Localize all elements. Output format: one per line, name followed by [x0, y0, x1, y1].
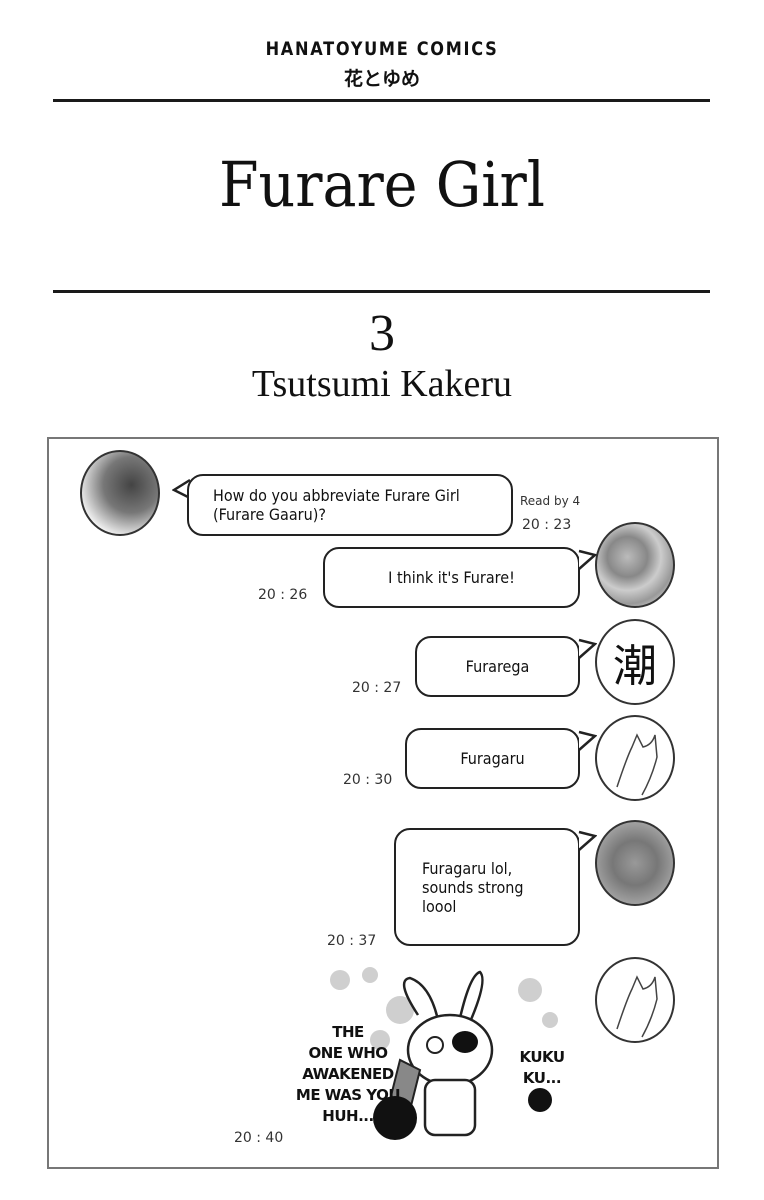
message-bubble: Furagaru lol, sounds strong loool — [394, 828, 580, 946]
message-text: Furagaru — [460, 749, 525, 768]
shout-line: KU... — [522, 1069, 562, 1087]
volume-number: 3 — [369, 305, 395, 362]
middle-rule — [53, 290, 710, 293]
bubble-tail — [578, 638, 597, 659]
author-name: Tsutsumi Kakeru — [251, 363, 513, 405]
bubble-tail — [578, 730, 597, 751]
message-text: loool — [422, 896, 457, 916]
avatar-dog — [80, 450, 160, 536]
shout-text-right: KUKU KU... — [512, 1047, 572, 1089]
message-time: 20 : 40 — [234, 1130, 284, 1146]
message-time: 20 : 37 — [327, 933, 377, 949]
cat-icon — [616, 733, 658, 796]
shout-line: THE — [332, 1023, 364, 1041]
message-text: I think it's Furare! — [388, 568, 515, 587]
message-text: sounds strong — [422, 877, 524, 897]
imprint: HANATOYUME COMICS — [265, 38, 499, 60]
message-time: 20 : 23 — [522, 517, 572, 533]
bubble-tail — [578, 549, 597, 570]
message-bubble: How do you abbreviate Furare Girl (Furar… — [187, 474, 513, 536]
message-time: 20 : 27 — [352, 680, 402, 696]
imprint-jp: 花とゆめ — [343, 68, 420, 90]
avatar-cat-sketch — [595, 715, 675, 801]
message-bubble: Furarega — [415, 636, 580, 697]
read-receipt: Read by 4 — [520, 494, 581, 508]
chat-illustration-frame — [47, 437, 719, 1169]
shout-text-left: THE ONE WHO AWAKENED ME WAS YOU HUH... — [288, 1022, 408, 1127]
shout-line: ME WAS YOU — [295, 1086, 401, 1104]
avatar-cat-sketch — [595, 957, 675, 1043]
top-rule — [53, 99, 710, 102]
message-text: (Furare Gaaru)? — [213, 505, 326, 524]
rabbit-sticker — [330, 967, 558, 1140]
bubble-tail — [172, 478, 191, 500]
message-text: Furarega — [465, 657, 530, 676]
message-bubble: I think it's Furare! — [323, 547, 580, 608]
message-time: 20 : 30 — [343, 772, 393, 788]
shout-line: AWAKENED — [302, 1065, 394, 1083]
shout-line: KUKU — [519, 1048, 565, 1066]
message-text: How do you abbreviate Furare Girl — [213, 486, 460, 505]
shout-line: HUH... — [322, 1107, 374, 1125]
message-text: Furagaru lol, — [422, 858, 513, 878]
message-bubble: Furagaru — [405, 728, 580, 789]
cat-icon — [616, 975, 658, 1038]
message-time: 20 : 26 — [258, 587, 308, 603]
avatar-kanji: 潮 — [595, 619, 675, 705]
shout-line: ONE WHO — [308, 1044, 388, 1062]
avatar-texture — [595, 820, 675, 906]
avatar-flowers — [595, 522, 675, 608]
book-title: Furare Girl — [218, 148, 546, 221]
bubble-tail — [578, 830, 597, 851]
